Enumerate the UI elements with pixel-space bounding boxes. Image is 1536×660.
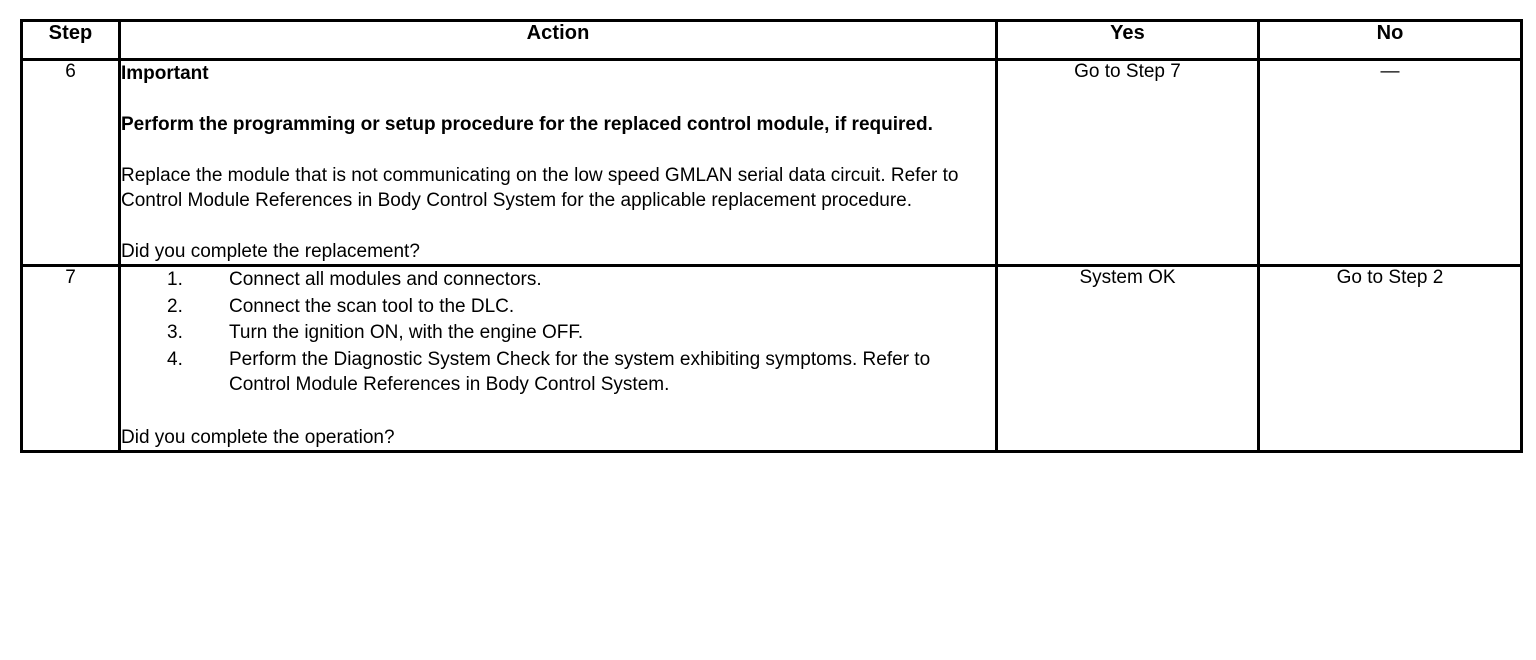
action-cell: Important Perform the programming or set… xyxy=(118,57,998,268)
list-item: Perform the Diagnostic System Check for … xyxy=(167,347,931,396)
yes-answer-cell[interactable]: Go to Step 7 xyxy=(995,57,1260,268)
table-row: 6 Important Perform the programming or s… xyxy=(20,57,1523,268)
column-header-action: Action xyxy=(118,19,998,61)
table-row: 7 Connect all modules and connectors. Co… xyxy=(20,264,1523,453)
table-header: Step Action Yes No xyxy=(20,19,1523,61)
spacer xyxy=(121,399,995,425)
list-item: Turn the ignition ON, with the engine OF… xyxy=(167,320,584,346)
bold-instruction-text: Perform the programming or setup procedu… xyxy=(121,114,933,136)
action-body-text: Replace the module that is not communica… xyxy=(121,165,959,212)
action-question-text: Did you complete the replacement? xyxy=(121,241,420,263)
spacer xyxy=(121,86,995,112)
action-question-text: Did you complete the operation? xyxy=(121,426,395,448)
column-header-yes: Yes xyxy=(995,19,1260,61)
column-header-no: No xyxy=(1257,19,1523,61)
important-label: Important xyxy=(121,63,209,84)
table-header-row: Step Action Yes No xyxy=(20,19,1523,61)
list-item: Connect the scan tool to the DLC. xyxy=(167,294,515,320)
no-answer-cell[interactable]: — xyxy=(1257,57,1523,268)
diagnostic-procedure-table: Step Action Yes No 6 Important Perform t… xyxy=(20,19,1523,453)
list-item: Connect all modules and connectors. xyxy=(167,267,542,293)
action-cell: Connect all modules and connectors. Conn… xyxy=(118,264,998,453)
spacer xyxy=(121,213,995,239)
step-number-cell: 7 xyxy=(20,264,121,453)
yes-answer-cell[interactable]: System OK xyxy=(995,264,1260,453)
spacer xyxy=(121,137,995,163)
table-body: 6 Important Perform the programming or s… xyxy=(20,57,1523,453)
action-step-list: Connect all modules and connectors. Conn… xyxy=(121,267,995,397)
column-header-step: Step xyxy=(20,19,121,61)
no-answer-cell[interactable]: Go to Step 2 xyxy=(1257,264,1523,453)
step-number-cell: 6 xyxy=(20,57,121,268)
